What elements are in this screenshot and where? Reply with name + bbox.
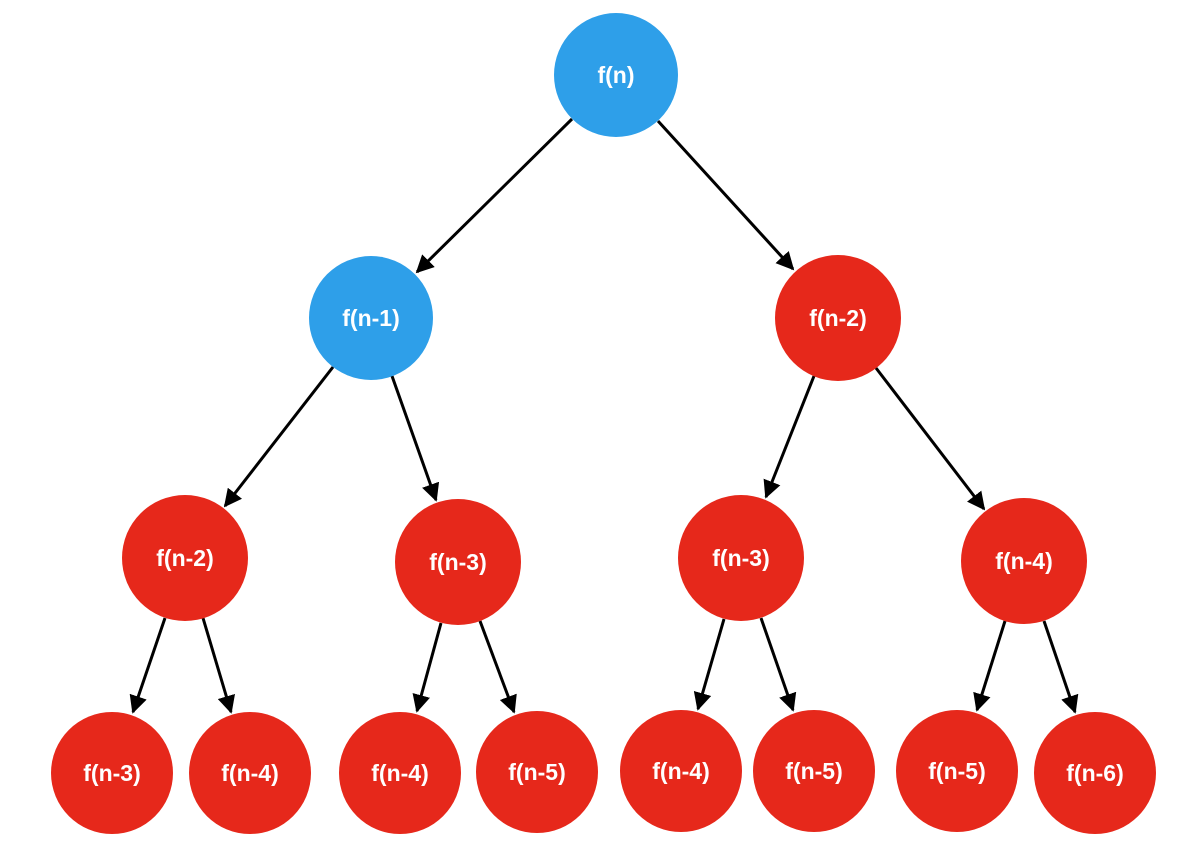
node-circle xyxy=(309,256,433,380)
tree-node-l4-6: f(n-5) xyxy=(753,710,875,832)
tree-node-l3-4: f(n-4) xyxy=(961,498,1087,624)
node-label: f(n-4) xyxy=(652,758,709,784)
node-label: f(n-4) xyxy=(995,548,1052,574)
tree-node-l4-4: f(n-5) xyxy=(476,711,598,833)
edge-n4-n10 xyxy=(478,620,517,714)
tree-node-l4-8: f(n-6) xyxy=(1034,712,1156,834)
edge-n6-n13 xyxy=(973,620,1007,712)
edge-n1-n4 xyxy=(390,375,440,502)
edge-n3-n8 xyxy=(201,617,236,714)
node-label: f(n-2) xyxy=(156,545,213,571)
node-circle xyxy=(620,710,742,832)
tree-node-l3-2: f(n-3) xyxy=(395,499,521,625)
node-circle xyxy=(554,13,678,137)
node-circle xyxy=(51,712,173,834)
node-circle xyxy=(395,499,521,625)
node-circle xyxy=(961,498,1087,624)
node-label: f(n-4) xyxy=(371,760,428,786)
node-label: f(n-2) xyxy=(809,305,866,331)
tree-node-l4-1: f(n-3) xyxy=(51,712,173,834)
node-circle xyxy=(476,711,598,833)
node-label: f(n-3) xyxy=(429,549,486,575)
tree-node-l4-7: f(n-5) xyxy=(896,710,1018,832)
edge-n2-n5 xyxy=(763,375,816,499)
node-label: f(n-3) xyxy=(83,760,140,786)
edge-n5-n11 xyxy=(693,618,726,711)
tree-node-l3-3: f(n-3) xyxy=(678,495,804,621)
node-circle xyxy=(896,710,1018,832)
tree-node-root: f(n) xyxy=(554,13,678,137)
edge-n4-n9 xyxy=(412,622,443,713)
tree-node-l2-left: f(n-1) xyxy=(309,256,433,380)
nodes-group: f(n) f(n-1) f(n-2) f(n-2) f(n-3) f(n-3) xyxy=(51,13,1156,834)
node-circle xyxy=(678,495,804,621)
edge-n0-n1 xyxy=(415,117,574,274)
node-label: f(n-3) xyxy=(712,545,769,571)
node-circle xyxy=(189,712,311,834)
node-label: f(n) xyxy=(597,62,634,88)
node-circle xyxy=(122,495,248,621)
node-label: f(n-5) xyxy=(508,759,565,785)
node-label: f(n-6) xyxy=(1066,760,1123,786)
node-circle xyxy=(775,255,901,381)
node-label: f(n-5) xyxy=(785,758,842,784)
node-label: f(n-1) xyxy=(342,305,399,331)
edge-n2-n6 xyxy=(874,367,986,511)
edge-n1-n3 xyxy=(223,366,335,508)
tree-node-l4-2: f(n-4) xyxy=(189,712,311,834)
edge-n3-n7 xyxy=(129,617,167,714)
node-circle xyxy=(339,712,461,834)
tree-node-l4-5: f(n-4) xyxy=(620,710,742,832)
edge-n6-n14 xyxy=(1042,620,1079,714)
node-circle xyxy=(753,710,875,832)
node-label: f(n-4) xyxy=(221,760,278,786)
tree-node-l2-right: f(n-2) xyxy=(775,255,901,381)
node-circle xyxy=(1034,712,1156,834)
edge-n5-n12 xyxy=(759,617,797,712)
edges-group xyxy=(129,117,1079,714)
tree-node-l3-1: f(n-2) xyxy=(122,495,248,621)
edge-n0-n2 xyxy=(656,119,795,271)
node-label: f(n-5) xyxy=(928,758,985,784)
tree-node-l4-3: f(n-4) xyxy=(339,712,461,834)
